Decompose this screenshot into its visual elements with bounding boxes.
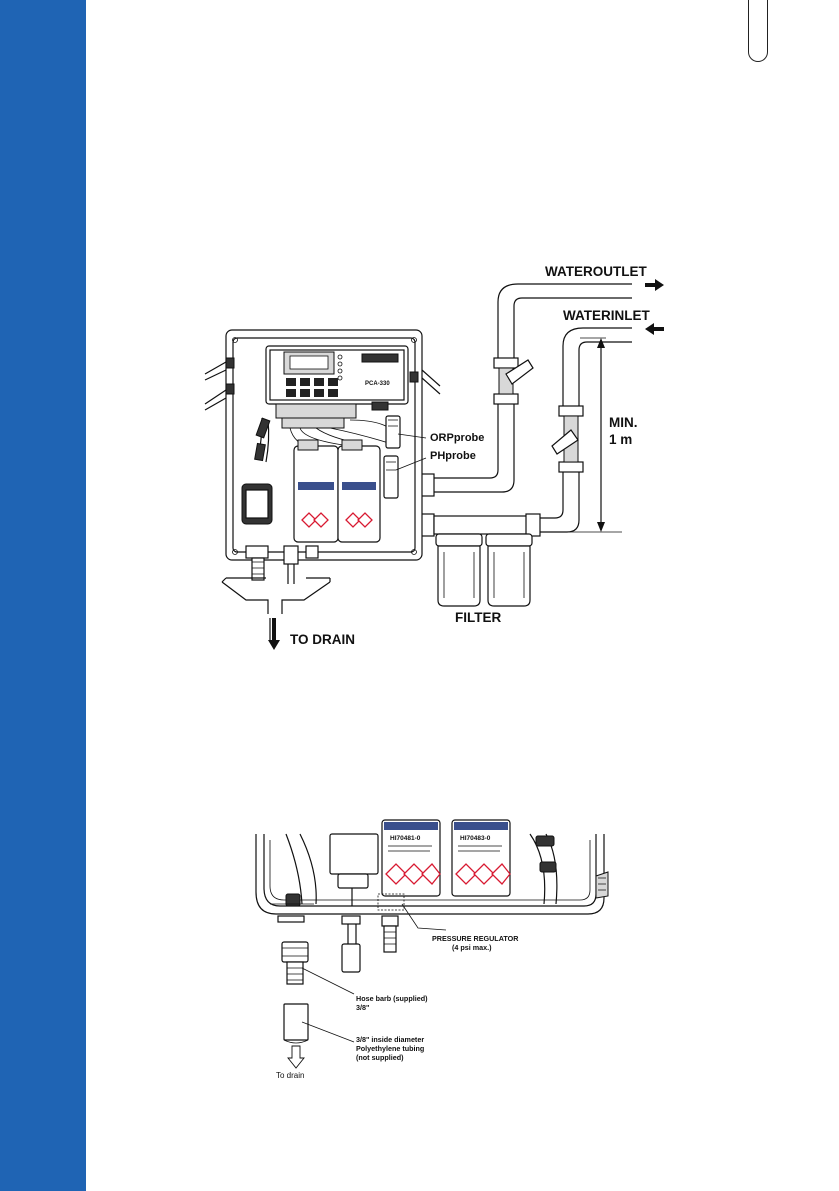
water-inlet-label: WATERINLET: [563, 308, 650, 323]
tubing-supply-note: (not supplied): [356, 1053, 404, 1062]
pressure-regulator-spec: (4 psi max.): [452, 943, 492, 952]
controller-cabinet: PCA-330: [205, 330, 440, 584]
water-inlet-pipe: [540, 328, 632, 532]
filter-label: FILTER: [455, 610, 501, 625]
pressure-regulator-label: PRESSURE REGULATOR: [432, 934, 519, 943]
drain-detail-diagram: HI70481-0 HI70483-0: [256, 820, 608, 1068]
bottle-right-code: HI70483-0: [460, 835, 491, 842]
water-outlet-label: WATEROUTLET: [545, 264, 647, 279]
controller-model-label: PCA-330: [365, 381, 390, 387]
tubing-material-label: Polyethylene tubing: [356, 1044, 424, 1053]
ph-probe-label: PHprobe: [430, 450, 476, 462]
bottle-left-code: HI70481-0: [390, 835, 421, 842]
min-height-label: MIN.: [609, 415, 638, 430]
filter-housing: [408, 514, 540, 606]
hose-barb-size: 3/8": [356, 1003, 369, 1012]
tubing-diameter-label: 3/8" inside diameter: [356, 1035, 424, 1044]
water-outlet-arrow-icon: [645, 279, 664, 291]
water-inlet-arrow-icon: [645, 323, 664, 335]
hollow-arrow-down-icon: [288, 1046, 304, 1068]
orp-probe-label: ORPprobe: [430, 432, 484, 444]
min-height-value: 1 m: [609, 432, 632, 447]
to-drain-small-label: To drain: [276, 1071, 304, 1080]
to-drain-label: TO DRAIN: [290, 632, 355, 647]
hose-barb-label: Hose barb (supplied): [356, 994, 428, 1003]
